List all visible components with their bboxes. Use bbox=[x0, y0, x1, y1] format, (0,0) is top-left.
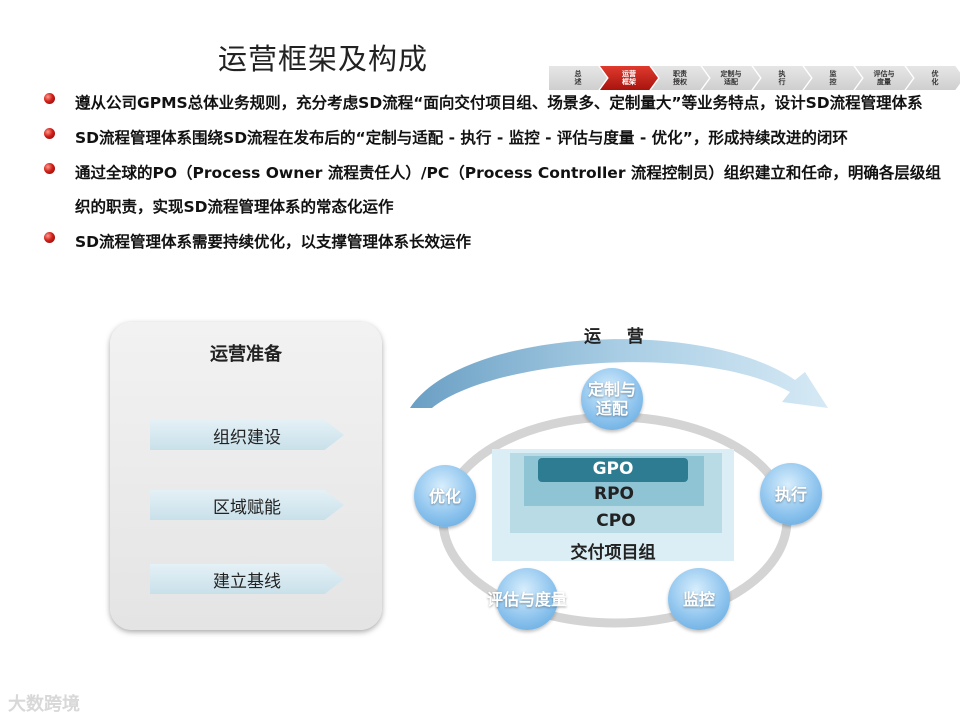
step-navigation: 总 述 运营 框架 职责 授权 定制与 适配 执 行 监 控 评估与 度量 优 化 bbox=[549, 66, 960, 90]
step-label: 执 行 bbox=[778, 70, 786, 86]
bullet-icon bbox=[44, 232, 55, 243]
step-2[interactable]: 职责 授权 bbox=[651, 66, 709, 90]
step-label: 评估与 度量 bbox=[873, 70, 895, 86]
prep-item-baseline: 建立基线 bbox=[150, 564, 344, 594]
step-label: 监 控 bbox=[829, 70, 837, 86]
bullet-icon bbox=[44, 128, 55, 139]
bullet-icon bbox=[44, 93, 55, 104]
bullet-item: 遵从公司GPMS总体业务规则，充分考虑SD流程“面向交付项目组、场景多、定制量大… bbox=[44, 86, 944, 120]
node-customize-label: 定制与 适配 bbox=[587, 380, 636, 418]
node-monitor: 监控 bbox=[668, 568, 730, 630]
bullet-text: 遵从公司GPMS总体业务规则，充分考虑SD流程“面向交付项目组、场景多、定制量大… bbox=[75, 94, 923, 112]
step-label: 运营 框架 bbox=[622, 70, 636, 86]
gpo-label: GPO bbox=[592, 459, 634, 479]
bullet-list: 遵从公司GPMS总体业务规则，充分考虑SD流程“面向交付项目组、场景多、定制量大… bbox=[44, 86, 944, 260]
bullet-text: SD流程管理体系围绕SD流程在发布后的“定制与适配 - 执行 - 监控 - 评估… bbox=[75, 129, 848, 147]
step-1[interactable]: 运营 框架 bbox=[600, 66, 658, 90]
node-evaluate-label: 评估与度量 bbox=[486, 589, 567, 609]
operation-cycle-diagram: 运 营 GPO RPO CPO 交付项目组 定制与 适配 执行 监控 评估与度量… bbox=[400, 320, 840, 640]
step-label: 定制与 适配 bbox=[720, 70, 742, 86]
step-label: 总 述 bbox=[574, 70, 582, 86]
bullet-text: SD流程管理体系需要持续优化，以支撑管理体系长效运作 bbox=[75, 233, 472, 251]
step-label: 优 化 bbox=[931, 70, 939, 86]
node-optimize-label: 优化 bbox=[428, 486, 461, 506]
step-3[interactable]: 定制与 适配 bbox=[702, 66, 760, 90]
step-7[interactable]: 优 化 bbox=[906, 66, 960, 90]
operation-prep-panel: 运营准备 组织建设 区域赋能 建立基线 bbox=[110, 322, 382, 630]
delivery-team-label: 交付项目组 bbox=[570, 543, 656, 563]
page-title: 运营框架及构成 bbox=[218, 42, 429, 76]
node-monitor-label: 监控 bbox=[682, 589, 715, 609]
node-execute: 执行 bbox=[760, 463, 822, 525]
node-evaluate: 评估与度量 bbox=[487, 568, 567, 630]
node-execute-label: 执行 bbox=[774, 484, 807, 504]
bullet-item: SD流程管理体系围绕SD流程在发布后的“定制与适配 - 执行 - 监控 - 评估… bbox=[44, 121, 944, 155]
step-label: 职责 授权 bbox=[673, 70, 687, 86]
gpo-layer bbox=[538, 458, 688, 482]
node-optimize: 优化 bbox=[414, 465, 476, 527]
bullet-item: SD流程管理体系需要持续优化，以支撑管理体系长效运作 bbox=[44, 225, 944, 259]
operation-arrow bbox=[410, 339, 828, 408]
step-5[interactable]: 监 控 bbox=[804, 66, 862, 90]
prep-item-region: 区域赋能 bbox=[150, 490, 344, 520]
bullet-text: 通过全球的PO（Process Owner 流程责任人）/PC（Process … bbox=[75, 164, 941, 216]
node-customize: 定制与 适配 bbox=[581, 368, 643, 430]
prep-item-org: 组织建设 bbox=[150, 420, 344, 450]
rpo-label: RPO bbox=[593, 484, 634, 504]
operation-label: 运 营 bbox=[584, 327, 654, 347]
step-4[interactable]: 执 行 bbox=[753, 66, 811, 90]
bullet-item: 通过全球的PO（Process Owner 流程责任人）/PC（Process … bbox=[44, 156, 944, 224]
step-6[interactable]: 评估与 度量 bbox=[855, 66, 913, 90]
panel-title: 运营准备 bbox=[210, 344, 282, 365]
step-0[interactable]: 总 述 bbox=[549, 66, 607, 90]
bullet-icon bbox=[44, 163, 55, 174]
cpo-label: CPO bbox=[596, 511, 636, 531]
watermark-logo: 大数跨境 bbox=[8, 694, 80, 715]
